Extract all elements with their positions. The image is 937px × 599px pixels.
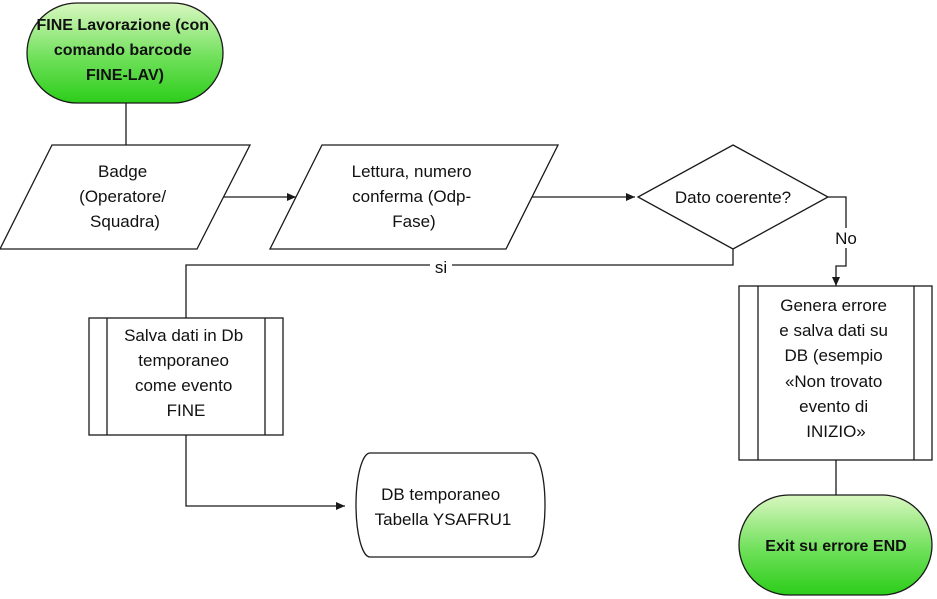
exit-terminator: Exit su errore END [738, 494, 933, 596]
errore-line-6: INIZIO» [806, 422, 866, 441]
edge-salva-to-db [185, 435, 345, 510]
yes-edge-label: si [430, 257, 452, 277]
lettura-input-node: Lettura, numero conferma (Odp- Fase) [268, 144, 560, 250]
svg-text:DB temporaneo Tabella YS: DB temporaneo Tabella YSAFRU1 [375, 485, 512, 529]
decision-node: Dato coerente? [636, 144, 830, 250]
badge-line-2: (Operatore/ [79, 187, 166, 206]
decision-label: Dato coerente? [675, 188, 791, 207]
svg-text:Lettura, numero conferma: Lettura, numero conferma (Odp- Fase) [352, 162, 477, 231]
no-label-text: No [835, 229, 857, 248]
exit-label: Exit su errore END [765, 538, 906, 555]
start-line-1: FINE Lavorazione (con [37, 17, 209, 34]
svg-text:Genera errore e salva da: Genera errore e salva dati su DB (esempi… [779, 296, 892, 441]
salva-line-1: Salva dati in Db [124, 326, 243, 345]
badge-line-3: Squadra) [90, 212, 160, 231]
start-line-3: FINE-LAV) [86, 67, 164, 84]
badge-input-node: Badge (Operatore/ Squadra) [0, 144, 252, 250]
db-line-1: DB temporaneo [381, 485, 500, 504]
errore-line-1: Genera errore [780, 296, 887, 315]
errore-line-3: DB (esempio [785, 346, 883, 365]
lettura-line-2: conferma (Odp- [352, 187, 471, 206]
errore-process-node: Genera errore e salva dati su DB (esempi… [738, 285, 933, 461]
lettura-line-1: Lettura, numero [352, 162, 472, 181]
salva-line-2: temporaneo [138, 351, 229, 370]
edge-decision-no-to-errore [828, 196, 847, 286]
db-storage-node: DB temporaneo Tabella YSAFRU1 [355, 452, 546, 558]
salva-line-4: FINE [167, 401, 206, 420]
errore-line-4: «Non trovato [785, 372, 882, 391]
salva-process-node: Salva dati in Db temporaneo come evento … [88, 317, 284, 436]
svg-text:Badge (Operatore/: Badge (Operatore/ Squadra) [79, 162, 171, 231]
start-terminator: FINE Lavorazione (con comando barcode FI… [26, 2, 224, 104]
errore-line-5: evento di [799, 397, 868, 416]
no-edge-label: No [830, 228, 862, 248]
svg-text:Salva dati in Db tempora: Salva dati in Db temporaneo come evento … [124, 326, 248, 420]
start-line-2: comando barcode [54, 42, 192, 59]
edge-decision-yes-to-salva [185, 249, 734, 318]
salva-line-3: come evento [135, 376, 232, 395]
badge-line-1: Badge [98, 162, 147, 181]
yes-label-text: si [435, 258, 447, 277]
errore-line-2: e salva dati su [779, 321, 888, 340]
lettura-line-3: Fase) [392, 212, 435, 231]
svg-text:FINE Lavorazione (con co: FINE Lavorazione (con comando barcode FI… [37, 17, 214, 84]
db-line-2: Tabella YSAFRU1 [375, 510, 512, 529]
